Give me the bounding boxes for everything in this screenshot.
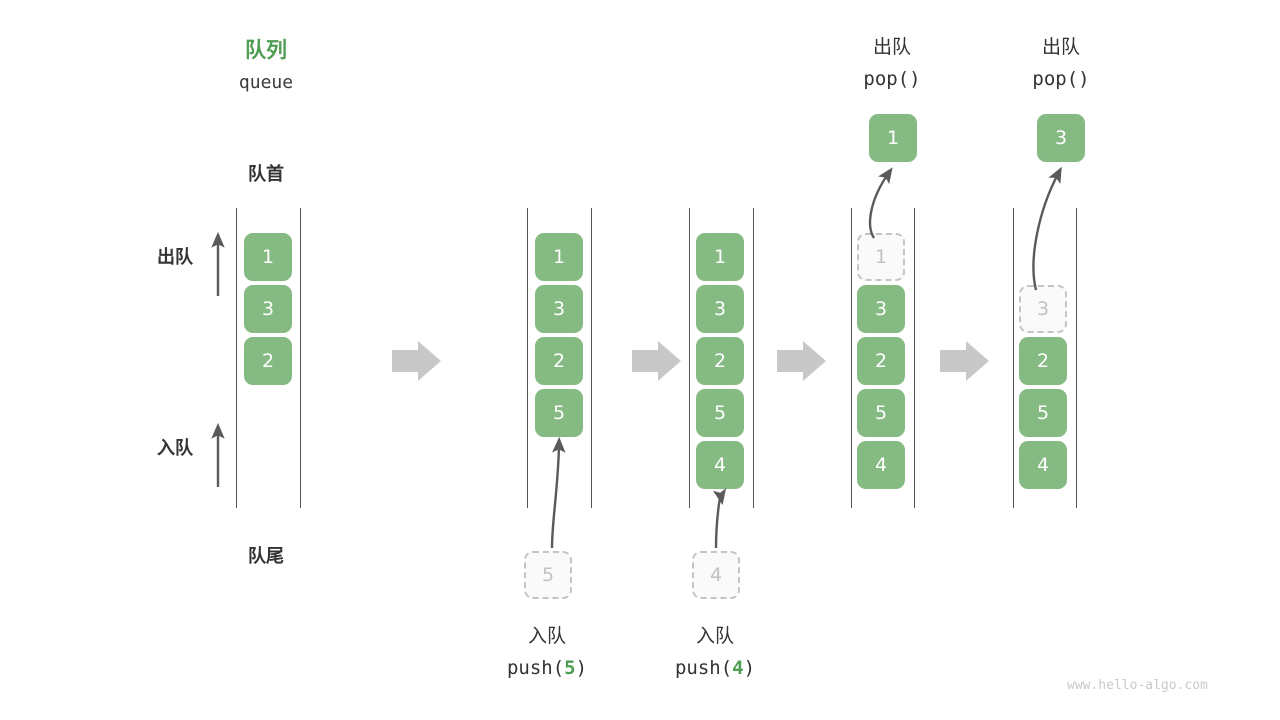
queue-node: 5 xyxy=(1019,389,1067,437)
queue-node: 3 xyxy=(696,285,744,333)
push-op-code-arg: 4 xyxy=(732,657,744,679)
pop-1-arrow-icon xyxy=(868,167,893,239)
queue-head-label: 队首 xyxy=(248,164,284,185)
incoming-node-ghost: 5 xyxy=(524,551,572,599)
incoming-node-ghost: 4 xyxy=(692,551,740,599)
queue-rail-left-4 xyxy=(851,208,852,508)
queue-rail-right-2 xyxy=(591,208,592,508)
queue-rail-left-1 xyxy=(236,208,237,508)
queue-title-en: queue xyxy=(238,72,294,93)
dequeue-direction-label: 出队 xyxy=(157,247,193,268)
queue-rail-right-5 xyxy=(1076,208,1077,508)
queue-node: 3 xyxy=(244,285,292,333)
step-arrow-3 xyxy=(777,341,826,381)
queue-node: 3 xyxy=(857,285,905,333)
push-op-code: push(4) xyxy=(655,657,775,679)
queue-node: 2 xyxy=(696,337,744,385)
queue-node: 1 xyxy=(535,233,583,281)
step-arrow-1 xyxy=(392,341,441,381)
queue-rail-left-5 xyxy=(1013,208,1014,508)
push-op-label-cn: 入队 xyxy=(695,625,734,647)
push-op-code-arg: 5 xyxy=(564,657,576,679)
pop-op-code-prefix: pop( xyxy=(863,68,910,90)
queue-title-cn: 队列 xyxy=(245,38,287,62)
pop-op-code: pop() xyxy=(832,68,952,90)
popped-node: 3 xyxy=(1037,114,1085,162)
push-op-code-prefix: push( xyxy=(506,657,565,679)
step-arrow-4 xyxy=(940,341,989,381)
queue-rail-right-4 xyxy=(914,208,915,508)
queue-node: 1 xyxy=(696,233,744,281)
pop-op-code-suffix: ) xyxy=(1078,68,1090,90)
queue-node: 4 xyxy=(696,441,744,489)
step-arrow-2 xyxy=(632,341,681,381)
queue-rail-right-3 xyxy=(753,208,754,508)
watermark-text: www.hello-algo.com xyxy=(1067,678,1208,693)
queue-node: 4 xyxy=(857,441,905,489)
queue-node-ghost: 3 xyxy=(1019,285,1067,333)
pop-op-code-suffix: ) xyxy=(909,68,921,90)
pop-op-code-prefix: pop( xyxy=(1032,68,1079,90)
pop-3-arrow-icon xyxy=(1032,166,1062,291)
queue-node: 5 xyxy=(535,389,583,437)
queue-node-ghost: 1 xyxy=(857,233,905,281)
queue-node: 4 xyxy=(1019,441,1067,489)
queue-node: 5 xyxy=(696,389,744,437)
popped-node: 1 xyxy=(869,114,917,162)
push-4-arrow-icon xyxy=(712,488,727,549)
queue-rail-left-2 xyxy=(527,208,528,508)
enqueue-direction-label: 入队 xyxy=(157,438,193,459)
queue-rail-right-1 xyxy=(300,208,301,508)
pop-op-label-cn: 出队 xyxy=(1041,36,1080,58)
push-op-label-cn: 入队 xyxy=(527,625,566,647)
queue-node: 2 xyxy=(535,337,583,385)
push-op-code: push(5) xyxy=(487,657,607,679)
queue-node: 2 xyxy=(244,337,292,385)
push-op-code-prefix: push( xyxy=(674,657,733,679)
queue-rail-left-3 xyxy=(689,208,690,508)
push-5-arrow-icon xyxy=(550,436,566,549)
push-op-code-suffix: ) xyxy=(743,657,756,679)
pop-op-code: pop() xyxy=(1001,68,1121,90)
push-op-code-suffix: ) xyxy=(575,657,588,679)
queue-node: 2 xyxy=(1019,337,1067,385)
queue-tail-label: 队尾 xyxy=(248,546,284,567)
queue-node: 2 xyxy=(857,337,905,385)
pop-op-label-cn: 出队 xyxy=(872,36,911,58)
queue-node: 5 xyxy=(857,389,905,437)
queue-node: 3 xyxy=(535,285,583,333)
queue-node: 1 xyxy=(244,233,292,281)
